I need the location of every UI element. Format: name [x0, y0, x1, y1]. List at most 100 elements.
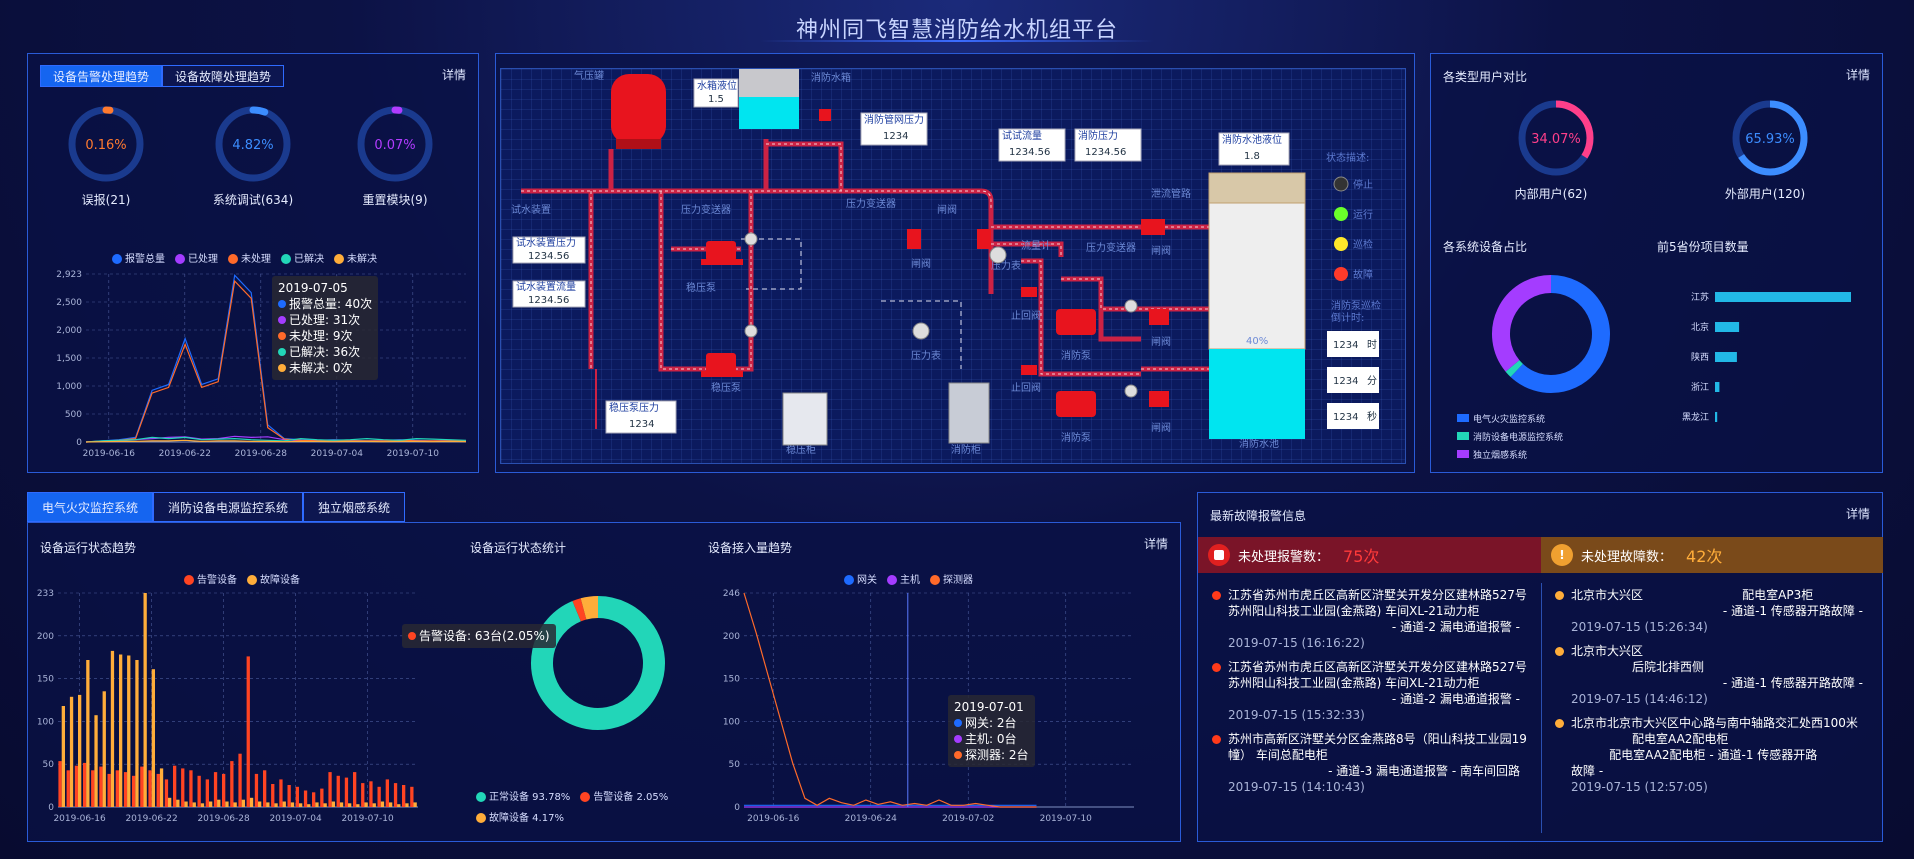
alarm-icon [1208, 544, 1230, 566]
legend-item[interactable]: 探测器 [930, 571, 973, 586]
legend-dot [175, 254, 185, 264]
detail-link[interactable]: 详情 [1845, 507, 1870, 521]
bar [312, 792, 316, 807]
pumps[interactable] [701, 241, 1096, 417]
legend-item[interactable]: 已解决 [281, 250, 324, 265]
legend-item[interactable]: 故障设备 [247, 571, 300, 586]
system-share-title: 各系统设备占比 [1443, 240, 1528, 254]
box-value: 1234.56 [1085, 147, 1126, 158]
list-item[interactable]: 江苏省苏州市虎丘区高新区浒墅关开发分区建林路527号苏州阳山科技工业园(金燕路)… [1210, 587, 1530, 651]
pressure-gauges [744, 232, 1138, 398]
legend-item[interactable]: 告警设备 2.05% [580, 788, 668, 803]
bar [336, 775, 340, 807]
title-decoration [760, 40, 1154, 42]
status-run: 运行 [1353, 208, 1373, 221]
legend-item[interactable]: 网关 [844, 571, 877, 586]
water-box[interactable] [739, 59, 799, 97]
tab-fault-trend[interactable]: 设备故障处理趋势 [162, 65, 285, 87]
fire-pump-label: 消防泵 [1061, 431, 1091, 444]
bar [217, 799, 221, 807]
tab-electrical-fire[interactable]: 电气火灾监控系统 [27, 492, 154, 522]
list-item[interactable]: 江苏省苏州市虎丘区高新区浒墅关开发分区建林路527号苏州阳山科技工业园(金燕路)… [1210, 659, 1530, 723]
bar [339, 802, 344, 807]
list-item[interactable]: 苏州市高新区浒墅关分区金燕路8号（阳山科技工业园19幢） 车间总配电柜- 通道-… [1210, 731, 1530, 795]
tab-power-monitor[interactable]: 消防设备电源监控系统 [153, 492, 304, 522]
countdown-label: 倒计时: [1331, 311, 1364, 324]
air-tank[interactable] [611, 74, 666, 144]
fire-cabinet-label: 消防柜 [951, 443, 981, 456]
bar [266, 802, 270, 807]
legend-item[interactable]: 消防设备电源监控系统 [1457, 429, 1563, 447]
legend-item[interactable]: 未解决 [334, 250, 377, 265]
legend-item[interactable]: 正常设备 93.78% [476, 788, 570, 803]
category-label: 江苏 [1691, 291, 1709, 303]
countdown-hours: 1234 [1333, 340, 1358, 351]
bar [1715, 352, 1737, 362]
status-stop: 停止 [1353, 178, 1373, 191]
y-tick-label: 0 [734, 803, 740, 813]
y-tick-label: 50 [729, 760, 741, 770]
legend-item[interactable]: 独立烟感系统 [1457, 447, 1563, 465]
list-item[interactable]: 北京市大兴区 后院北排西侧- 通道-1 传感器开路故障 -2019-07-15 … [1553, 643, 1873, 707]
legend-label: 探测器 [943, 575, 973, 586]
legend-item[interactable]: 已处理 [175, 250, 218, 265]
bar [344, 777, 349, 807]
legend-dot [334, 254, 344, 264]
tooltip-text: 已处理: 31次 [289, 313, 361, 327]
ring-debug: 4.82% 系统调试(634) [208, 104, 298, 208]
tooltip-date: 2019-07-01 [954, 700, 1024, 714]
fire-pool[interactable] [1208, 202, 1306, 350]
bar [385, 779, 389, 807]
y-tick-label: 2,000 [56, 326, 82, 336]
tab-alarm-trend[interactable]: 设备告警处理趋势 [40, 65, 163, 87]
legend-item[interactable]: 主机 [887, 571, 920, 586]
bar [148, 770, 152, 807]
legend-item[interactable]: 电气火灾监控系统 [1457, 411, 1563, 429]
bar [331, 801, 335, 807]
stab-cabinet[interactable] [782, 392, 828, 446]
legend-item[interactable]: 报警总量 [112, 250, 165, 265]
list-item[interactable]: 北京市大兴区 配电室AP3柜- 通道-1 传感器开路故障 -2019-07-15… [1553, 587, 1873, 635]
legend-item[interactable]: 未处理 [228, 250, 271, 265]
detail-link[interactable]: 详情 [1845, 68, 1870, 82]
fire-cabinet[interactable] [948, 382, 990, 444]
water-level-box: 水箱液位 1.5 [693, 78, 739, 108]
legend-label: 网关 [857, 575, 877, 586]
x-tick-label: 2019-07-10 [341, 814, 394, 824]
bar [353, 772, 357, 807]
legend-item[interactable]: 故障设备 4.17% [476, 809, 564, 824]
tooltip-text: 未处理: 9次 [289, 329, 353, 343]
pool-percent: 40% [1246, 336, 1268, 347]
bar [377, 786, 381, 807]
tooltip-row: 探测器: 2台 [954, 747, 1029, 763]
alarm-count: 75次 [1343, 547, 1380, 566]
outlet-box: 试水装置流量 1234.56 [512, 280, 586, 308]
legend-dot [247, 575, 257, 585]
pool-level-box: 消防水池液位 1.8 [1218, 132, 1290, 166]
ring-internal-users: 34.07% 内部用户(62) [1501, 98, 1601, 202]
valves[interactable] [819, 109, 1169, 407]
pie-slice [580, 596, 599, 620]
bar [66, 770, 70, 807]
detail-link[interactable]: 详情 [1143, 537, 1168, 551]
bar [132, 775, 136, 807]
bar [299, 803, 303, 807]
tooltip-row: 已解决: 36次 [278, 344, 372, 360]
bar [413, 802, 417, 807]
stab-cabinet-label: 稳压柜 [786, 443, 816, 456]
legend-label: 主机 [900, 575, 920, 586]
bar [123, 772, 128, 807]
category-label: 黑龙江 [1682, 411, 1709, 423]
alarm-trend-tabs: 设备告警处理趋势 设备故障处理趋势 [40, 65, 285, 87]
pipe-pressure-box: 消防管网压力 1234 [860, 112, 928, 146]
tab-smoke-detector[interactable]: 独立烟感系统 [303, 492, 406, 522]
bar [74, 765, 79, 807]
detail-link[interactable]: 详情 [441, 68, 466, 82]
box-value: 1234.56 [528, 295, 569, 306]
list-item[interactable]: 北京市北京市大兴区中心路与南中轴路交汇处西100米 配电室AA2配电柜 配电室A… [1553, 715, 1873, 795]
pie-legend: 正常设备 93.78% 告警设备 2.05% 故障设备 4.17% [476, 788, 676, 824]
ring-chart: 34.07% [1518, 100, 1594, 176]
device-status-pie [531, 596, 665, 730]
legend-item[interactable]: 告警设备 [184, 571, 237, 586]
valve-label: 闸阀 [911, 257, 931, 270]
